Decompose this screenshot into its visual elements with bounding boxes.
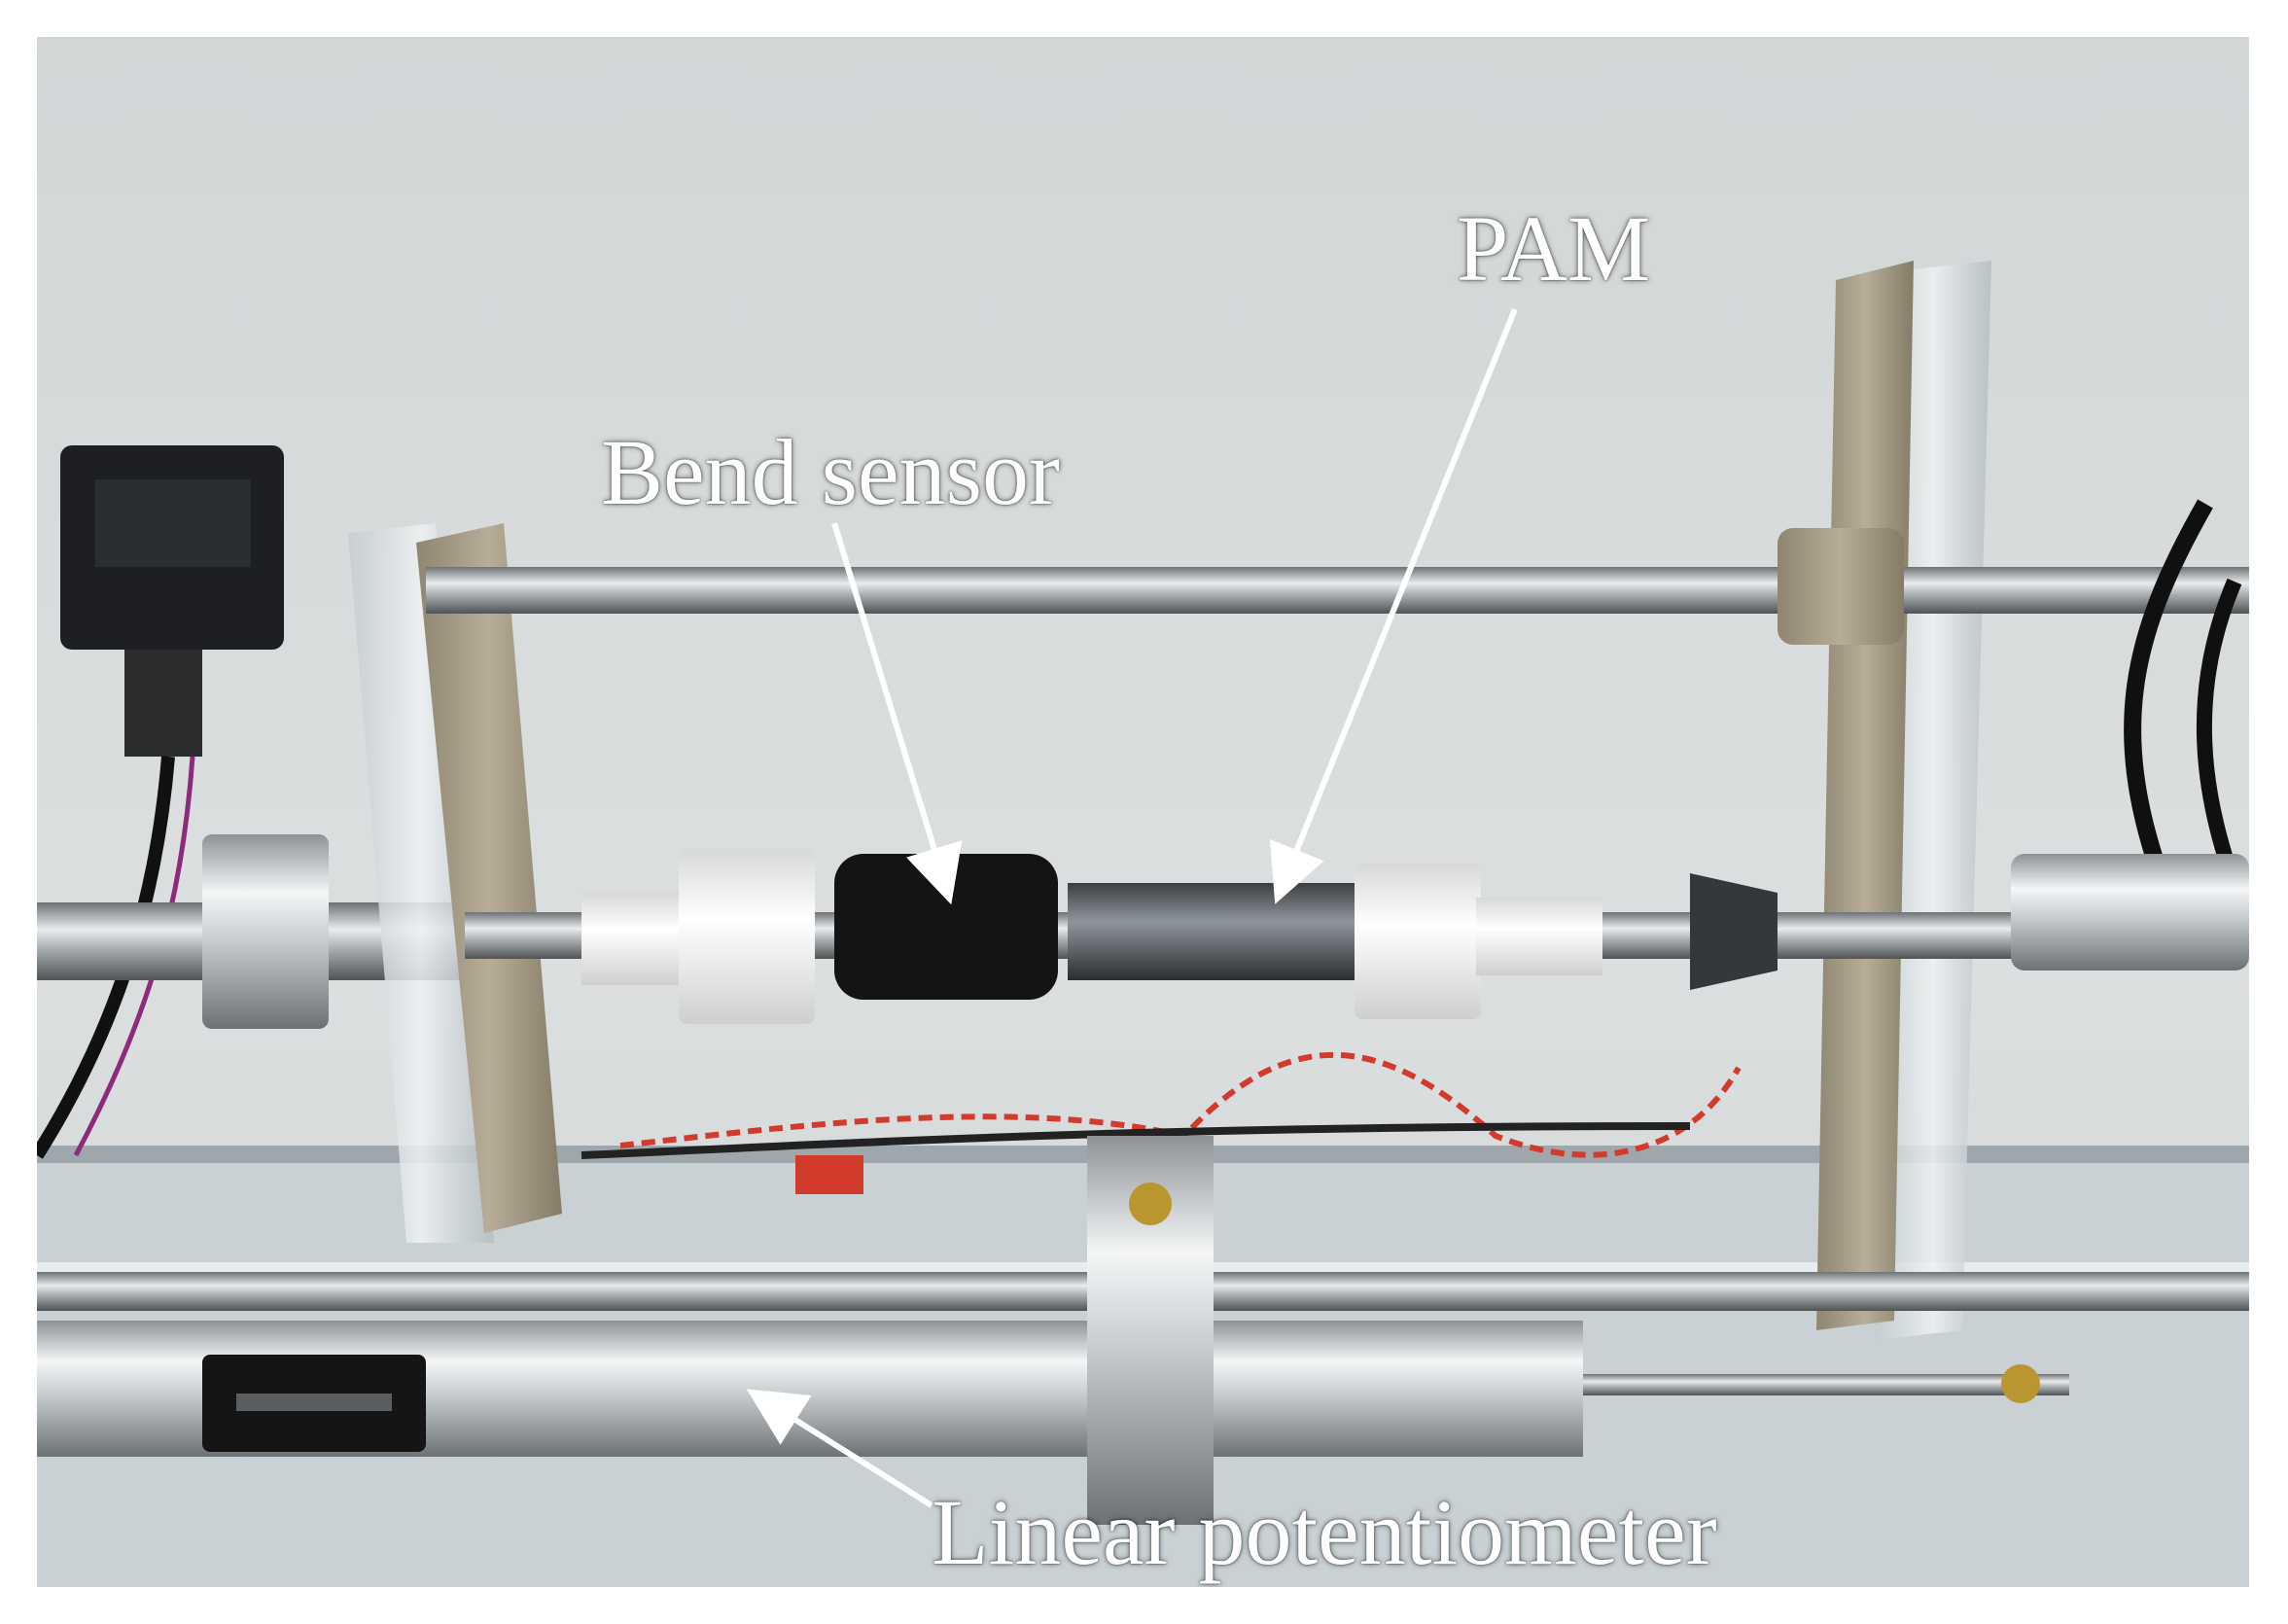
left-white-fitting — [581, 893, 688, 985]
test-rig-photo — [37, 37, 2249, 1587]
pam-arrow — [1269, 307, 1518, 904]
photo-frame: PAM Bend sensor Linear potentiometer — [37, 37, 2249, 1587]
linear-potentiometer-label: Linear potentiometer — [932, 1480, 1717, 1584]
pam-label: PAM — [1457, 196, 1651, 300]
bend-sensor — [834, 854, 1058, 1000]
right-white-fitting — [1355, 864, 1481, 1019]
bend-sensor-arrow — [831, 522, 963, 905]
linear-potentiometer-arrow — [746, 1389, 933, 1508]
right-end-cap — [1690, 873, 1778, 990]
bend-sensor-label: Bend sensor — [601, 420, 1060, 524]
left-bracket — [416, 523, 562, 1233]
left-acrylic-plate — [348, 523, 494, 1243]
top-guide-rod — [426, 567, 2249, 614]
